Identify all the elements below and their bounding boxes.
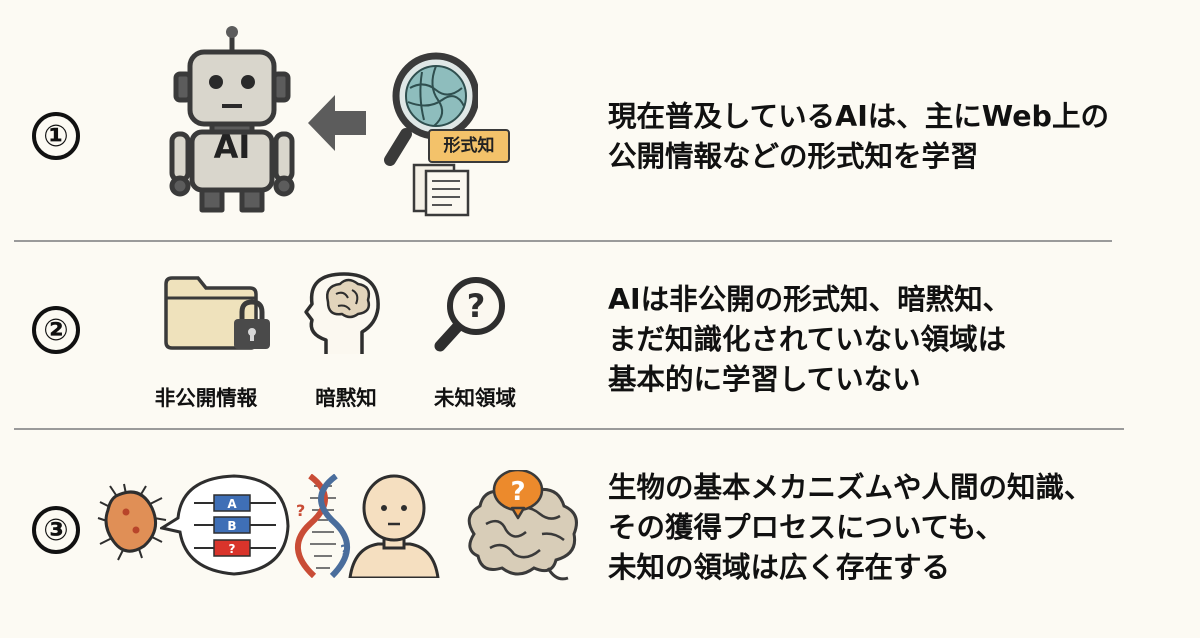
row-1-caption: 現在普及しているAIは、主にWeb上の 公開情報などの形式知を学習 bbox=[608, 100, 1109, 173]
row-3-number: ③ bbox=[32, 506, 80, 554]
svg-text:?: ? bbox=[296, 501, 305, 520]
divider-1 bbox=[14, 240, 1112, 242]
svg-text:?: ? bbox=[467, 287, 486, 325]
svg-text:?: ? bbox=[340, 541, 349, 560]
formal-knowledge-tag: 形式知 bbox=[428, 129, 510, 163]
head-brain-icon bbox=[304, 272, 380, 354]
bacterium-icon bbox=[97, 483, 167, 561]
label-unknown-domain: 未知領域 bbox=[434, 386, 516, 410]
row-1-number: ① bbox=[32, 112, 80, 160]
speech-bubble-icon: A B ? bbox=[160, 474, 290, 576]
magnifier-globe-icon bbox=[384, 52, 478, 166]
divider-2 bbox=[14, 428, 1124, 430]
question-magnifier-icon: ? bbox=[434, 277, 505, 352]
row-2-number: ② bbox=[32, 306, 80, 354]
label-private-info: 非公開情報 bbox=[154, 386, 258, 410]
row-2-caption: AIは非公開の形式知、暗黙知、 まだ知識化されていない領域は 基本的に学習してい… bbox=[608, 283, 1012, 396]
robot-chest-label: AI bbox=[213, 128, 251, 166]
bubble-item-a: A bbox=[227, 497, 237, 511]
svg-text:?: ? bbox=[510, 477, 525, 507]
row-3-caption: 生物の基本メカニズムや人間の知識、 その獲得プロセスについても、 未知の領域は広… bbox=[608, 471, 1093, 584]
label-tacit-knowledge: 暗黙知 bbox=[315, 386, 377, 410]
person-icon bbox=[348, 474, 440, 578]
brain-question-icon: ? bbox=[467, 470, 578, 581]
robot-illustration bbox=[169, 26, 295, 213]
bubble-item-b: B bbox=[227, 519, 236, 533]
bubble-item-unknown: ? bbox=[229, 542, 236, 556]
left-arrow-icon bbox=[308, 95, 366, 151]
locked-folder-icon bbox=[164, 276, 270, 350]
dna-icon: ? ? bbox=[294, 474, 351, 578]
document-icon bbox=[412, 163, 470, 217]
